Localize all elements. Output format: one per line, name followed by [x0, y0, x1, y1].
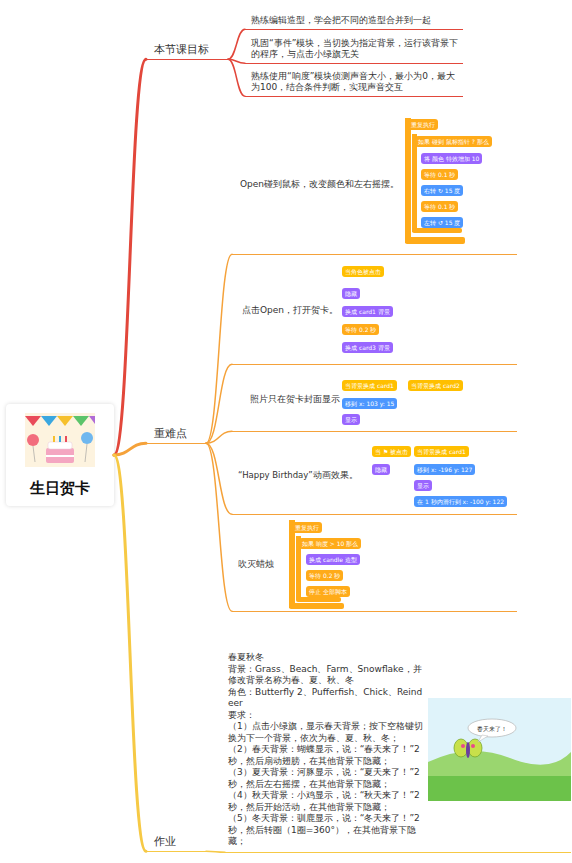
topic-text: 背景：Grass、Beach、Farm、Snowflake，并修改背景名称为春、…: [228, 664, 425, 687]
branch-connector: [114, 443, 146, 455]
branch-topic: 本节课目标: [146, 40, 228, 60]
goal-topic: 熟练编辑造型，学会把不同的造型合并到一起: [245, 10, 463, 30]
branch-connector: [228, 29, 245, 59]
topic-text: （4）秋天背景：小鸡显示，说：“秋天来了！”2秒，然后开始活动，在其他背景下隐藏…: [228, 790, 425, 813]
root-title: 生日贺卡: [30, 479, 90, 498]
topic-text: 熟练使用“响度”模块侦测声音大小，最小为0，最大为100，结合条件判断，实现声音…: [251, 71, 461, 94]
branch-connector: [206, 364, 232, 443]
code-block-label: 等待 0.2 秒: [342, 324, 379, 335]
code-block-label: 如果 碰到 鼠标指针 ? 那么: [415, 136, 492, 147]
branch-connector: [228, 59, 245, 96]
code-block-label: 等待 0.1 秒: [421, 201, 458, 212]
topic-text: 点击Open，打开贺卡。: [242, 305, 340, 317]
code-block-label: 当背景换成 card1: [414, 446, 469, 457]
goal-topic: 巩固“事件”模块，当切换为指定背景，运行该背景下的程序，与点击小绿旗无关: [245, 33, 463, 64]
topic-text: 作业: [154, 835, 204, 849]
branch-connector: [206, 851, 225, 852]
branch-connector: [206, 254, 232, 443]
code-block-label: 换成 card3 背景: [342, 342, 393, 353]
code-block-label: 显示: [414, 480, 432, 491]
branch-connector: [206, 443, 232, 514]
topic-text: 吹灭蜡烛: [238, 559, 288, 571]
code-block-label: 换成 candle 造型: [306, 554, 360, 565]
code-block-label: 当背景换成 card1: [342, 380, 397, 391]
code-block-label: 重复执行: [292, 522, 322, 533]
code-block-label: 将 颜色 特效增加 10: [421, 153, 482, 164]
goal-topic: 熟练使用“响度”模块侦测声音大小，最小为0，最大为100，结合条件判断，实现声音…: [245, 66, 463, 97]
code-block-label: 右转 ↻ 15 度: [421, 185, 463, 196]
topic-text: 熟练编辑造型，学会把不同的造型合并到一起: [251, 15, 461, 27]
speech-bubble-text: 春天来了！: [474, 723, 510, 734]
topic-text: 巩固“事件”模块，当切换为指定背景，运行该背景下的程序，与点击小绿旗无关: [251, 38, 461, 61]
keypoint-topic: 吹灭蜡烛: [232, 518, 517, 612]
stage-illustration: [428, 698, 571, 801]
homework-topic: 春夏秋冬背景：Grass、Beach、Farm、Snowflake，并修改背景名…: [225, 650, 571, 853]
code-block-label: 换成 card1 背景: [342, 306, 393, 317]
code-block-label: 停止 全部脚本: [306, 586, 350, 597]
topic-text: 角色：Butterfly 2、Pufferfish、Chick、Reindeer: [228, 687, 425, 710]
code-block-label: 左转 ↺ 15 度: [421, 217, 463, 228]
topic-text: 重难点: [154, 427, 204, 441]
code-block-label: 如果 响度 > 10 那么: [299, 538, 361, 549]
branch-connector: [114, 59, 146, 455]
card-illustration: [25, 413, 95, 467]
code-block-label: 当 ⚑ 被点击: [372, 446, 411, 457]
code-block-label: 当角色被点击: [342, 266, 384, 277]
topic-text: 本节课目标: [154, 43, 224, 57]
topic-text: Open碰到鼠标，改变颜色和左右摇摆。: [240, 179, 405, 191]
topic-text: （3）夏天背景：河豚显示，说：“夏天来了！”2秒，然后左右摇摆，在其他背景下隐藏…: [228, 767, 425, 790]
topic-text: 要求：: [228, 710, 425, 722]
topic-text: 春夏秋冬: [228, 652, 425, 664]
code-block-label: 移到 x: -196 y: 127: [414, 464, 475, 475]
code-block-label: 当背景换成 card2: [408, 380, 463, 391]
branch-connector: [206, 431, 232, 443]
code-block-label: 等待 0.1 秒: [421, 169, 458, 180]
root-topic: 生日贺卡: [6, 404, 114, 506]
topic-text: （2）春天背景：蝴蝶显示，说：“春天来了！”2秒，然后扇动翅膀，在其他背景下隐藏…: [228, 744, 425, 767]
branch-connector: [114, 455, 146, 851]
code-block-label: 在 1 秒内滑行到 x: -100 y: 122: [414, 496, 507, 507]
code-block-label: 隐藏: [372, 464, 390, 475]
code-block-label: 重复执行: [408, 119, 438, 130]
code-block-label: 移到 x: 103 y: 15: [342, 398, 397, 409]
topic-text: “Happy Birthday”动画效果。: [238, 470, 372, 481]
topic-text: 照片只在贺卡封面显示: [250, 394, 346, 406]
topic-text: （5）冬天背景：驯鹿显示，说：“冬天来了！”2秒，然后转圈（1圈=360°），在…: [228, 813, 425, 848]
code-block-label: 隐藏: [342, 288, 360, 299]
topic-text: （1）点击小绿旗，显示春天背景；按下空格键切换为下一个背景，依次为春、夏、秋、冬…: [228, 721, 425, 744]
branch-connector: [206, 443, 232, 611]
code-block-label: 显示: [342, 414, 360, 425]
code-block-label: 等待 0.2 秒: [306, 570, 343, 581]
branch-topic: 重难点: [146, 424, 206, 444]
branch-topic: 作业: [146, 832, 206, 852]
branch-connector: [228, 59, 245, 63]
